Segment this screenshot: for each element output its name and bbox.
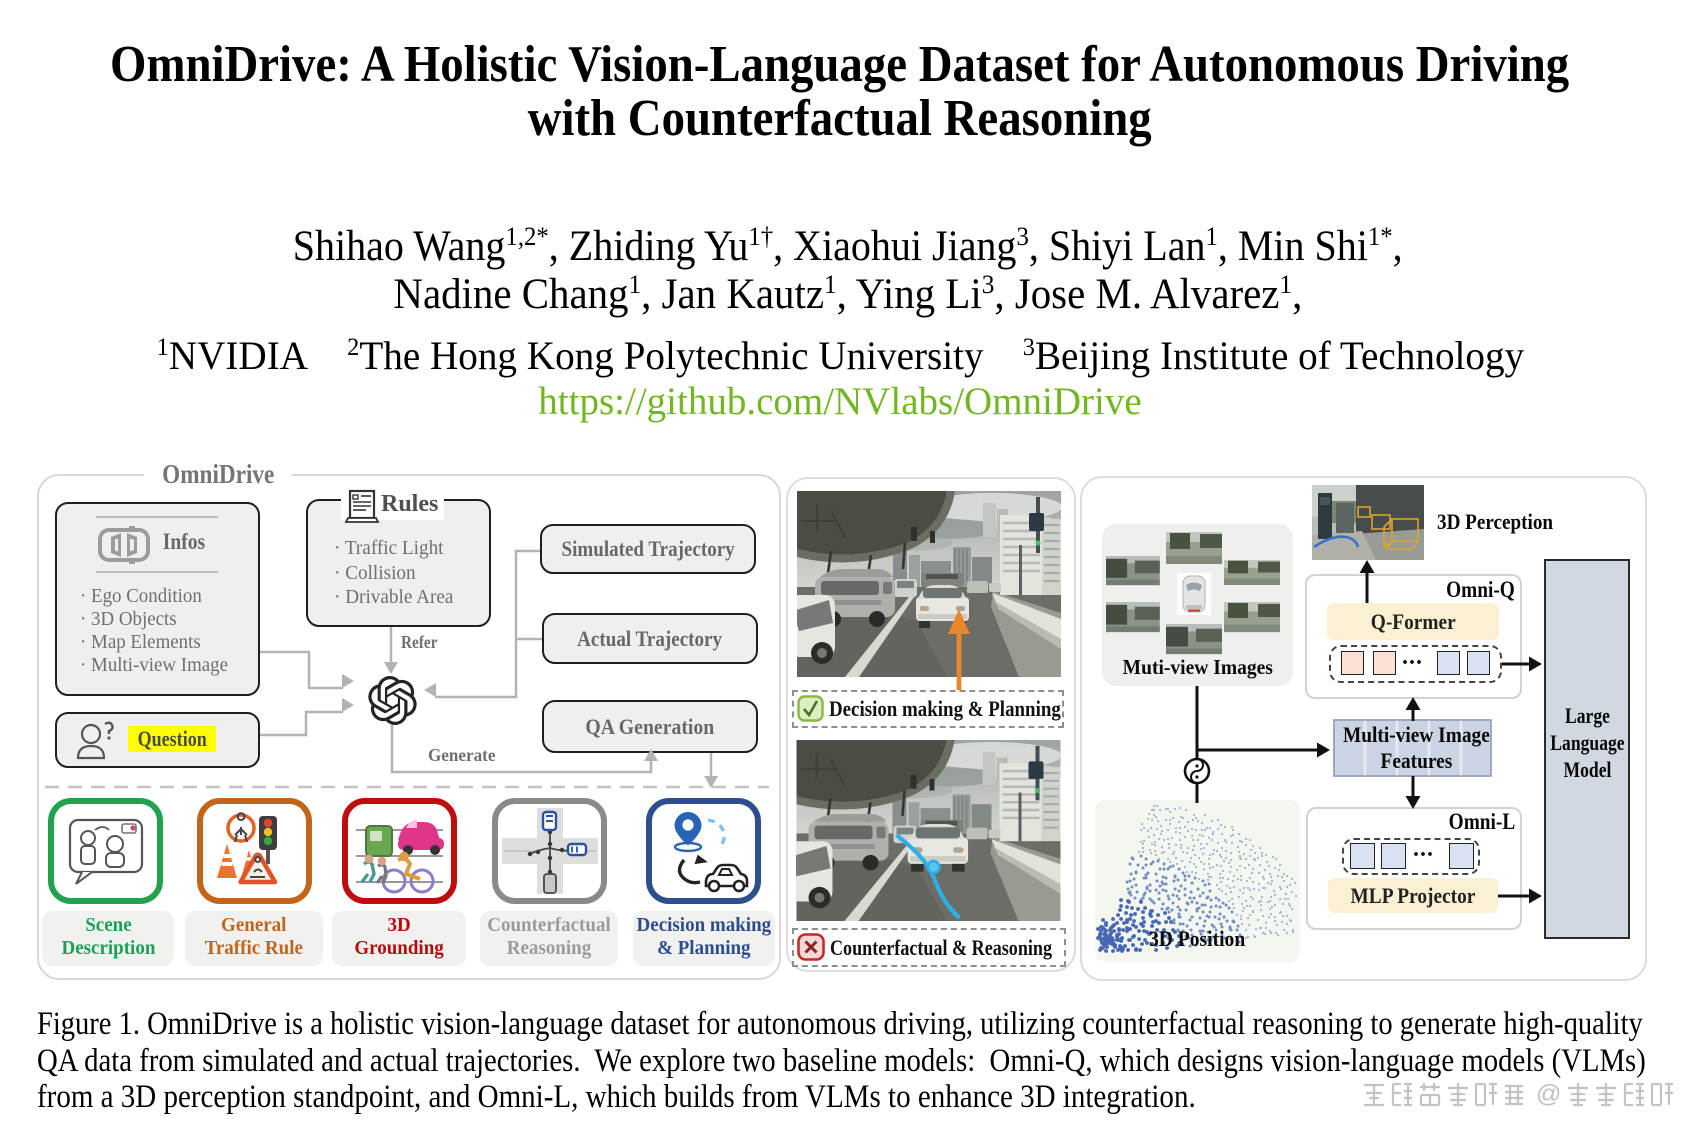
svg-text:@: @ bbox=[1536, 1080, 1561, 1108]
